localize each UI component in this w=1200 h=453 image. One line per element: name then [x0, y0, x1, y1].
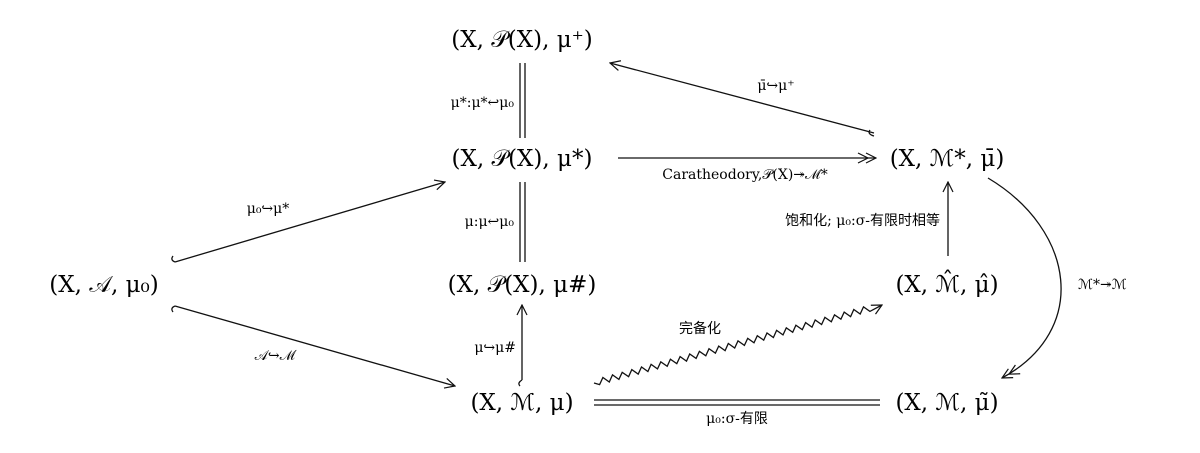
node-top: (X, 𝒫(X), μ⁺): [451, 27, 593, 53]
node-hat: (X, ℳ̂, μ̂): [895, 270, 998, 298]
edge-mstar-to-m: [987, 177, 1062, 378]
node-left: (X, 𝒜, μ₀): [49, 272, 159, 298]
label-mu-star-eq: μ*:μ*↩μ₀: [451, 95, 515, 111]
edge-mu-to-musharp: [519, 305, 522, 387]
label-sigma-finite: μ₀:σ-有限: [706, 411, 768, 427]
label-saturation: 饱和化; μ₀:σ-有限时相等: [785, 212, 940, 229]
label-mubar-to-muplus: μ̄↪μ⁺: [757, 78, 794, 94]
label-mu0-to-mustar: μ₀↪μ*: [247, 201, 290, 217]
edge-mubar-to-muplus: [610, 63, 875, 137]
node-sharp: (X, 𝒫(X), μ#): [448, 272, 597, 298]
edge-mu0-to-mustar: [171, 182, 445, 263]
label-mu-eq: μ:μ↩μ₀: [465, 214, 515, 230]
edge-mu-equal: [519, 182, 526, 262]
label-mu-to-musharp: μ↪μ#: [474, 340, 516, 356]
node-right-top: (X, ℳ*, μ̄): [890, 146, 1005, 172]
node-outer-measure: (X, 𝒫(X), μ*): [452, 146, 593, 172]
edge-a-to-m: [171, 305, 455, 386]
edge-completion: [593, 305, 882, 386]
label-mstar-to-m: ℳ*↠ℳ: [1078, 277, 1127, 293]
label-caratheodory: Caratheodory,𝒫(X)↠ℳ*: [662, 167, 827, 183]
label-a-to-m: 𝒜↪ℳ: [255, 348, 297, 364]
label-completion: 完备化: [679, 320, 721, 337]
node-base: (X, ℳ, μ): [470, 390, 573, 416]
edge-sigma-finite-equal: [594, 399, 880, 406]
node-tilde: (X, ℳ, μ̃): [895, 390, 998, 416]
edge-top-equal: [519, 63, 526, 138]
